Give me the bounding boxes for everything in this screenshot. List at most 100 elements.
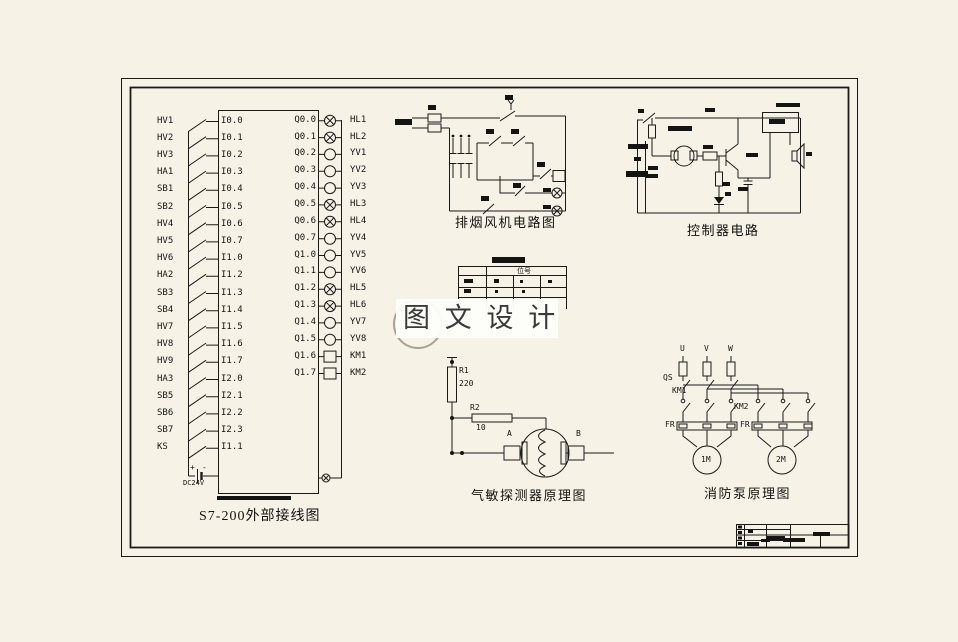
plc-input-device-label: SB4 <box>157 304 174 315</box>
plc-output-pin-label: Q1.4 <box>294 316 316 327</box>
plc-output-device-label: HL3 <box>350 198 367 209</box>
plc-input-device-label: HV4 <box>157 218 174 229</box>
plc-output-pin-label: Q1.5 <box>294 333 316 344</box>
plc-output-device-label: HL2 <box>350 131 367 142</box>
plc-input-device-label: HV1 <box>157 115 174 126</box>
plc-input-device-label: SB6 <box>157 407 174 418</box>
fire-pump-caption: 消防泵原理图 <box>704 486 792 501</box>
plc-input-pin-label: I2.1 <box>221 390 243 401</box>
plc-input-device-label: HV5 <box>157 235 174 246</box>
plc-output-pin-label: Q0.6 <box>294 215 316 226</box>
qs-switch-label: QS <box>663 373 673 382</box>
plc-input-pin-label: I0.3 <box>221 167 243 178</box>
plc-input-device-label: HA2 <box>157 270 174 281</box>
plc-input-pin-label: I1.5 <box>221 321 243 332</box>
plc-input-device-label: HA3 <box>157 373 174 384</box>
plc-input-pin-label: I0.7 <box>221 235 243 246</box>
plc-output-device-label: YV7 <box>350 316 367 327</box>
km2-contact-label: KM2 <box>734 402 749 411</box>
table-header-label: 位号 <box>517 267 531 275</box>
plc-input-pin-label: I0.0 <box>221 115 243 126</box>
plc-output-pin-label: Q0.7 <box>294 232 316 243</box>
plc-output-device-label: YV2 <box>350 165 367 176</box>
plc-input-device-label: HV3 <box>157 149 174 160</box>
plc-output-pin-label: Q1.1 <box>294 266 316 277</box>
plc-output-pin-label: Q0.1 <box>294 131 316 142</box>
plc-input-pin-label: I2.0 <box>221 373 243 384</box>
plc-input-pin-label: I0.6 <box>221 218 243 229</box>
motor-1m-label: 1M <box>701 455 711 464</box>
plc-power-plus: + <box>190 463 195 472</box>
plc-output-pin-label: Q0.2 <box>294 148 316 159</box>
plc-input-pin-label: I1.2 <box>221 270 243 281</box>
plc-power-minus: - <box>202 463 207 472</box>
gas-sensor-circuit <box>447 357 614 478</box>
plc-input-device-label: HV7 <box>157 321 174 332</box>
motor-2m-label: 2M <box>776 455 786 464</box>
fan-circuit <box>412 99 566 217</box>
watermark-text: 图 文 设 计 <box>403 303 560 333</box>
plc-output-pin-label: Q0.3 <box>294 165 316 176</box>
plc-input-pin-label: I1.4 <box>221 304 243 315</box>
plc-input-device-label: SB5 <box>157 390 174 401</box>
plc-diagram-title: S7-200外部接线图 <box>199 509 321 524</box>
plc-output-pin-label: Q0.0 <box>294 114 316 125</box>
plc-input-pin-label: I0.1 <box>221 132 243 143</box>
plc-output-pin-label: Q1.2 <box>294 283 316 294</box>
plc-output-pin-label: Q0.5 <box>294 198 316 209</box>
phase-v-label: V <box>704 344 709 353</box>
terminal-b-label: B <box>576 429 581 438</box>
plc-input-pin-label: I1.6 <box>221 339 243 350</box>
plc-output-pin-label: Q1.0 <box>294 249 316 260</box>
resistor-r1-value: 220 <box>459 379 474 388</box>
resistor-r2-label: R2 <box>470 403 480 412</box>
phase-u-label: U <box>680 344 685 353</box>
plc-input-pin-label: I1.0 <box>221 253 243 264</box>
plc-input-device-label: SB1 <box>157 184 174 195</box>
plc-output-device-label: YV3 <box>350 182 367 193</box>
fr2-relay-label: FR <box>740 420 750 429</box>
plc-input-device-label: SB3 <box>157 287 174 298</box>
illegible-component-labels <box>217 95 830 546</box>
plc-input-device-label: HV8 <box>157 339 174 350</box>
plc-input-pin-label: I1.7 <box>221 356 243 367</box>
plc-input-pin-label: I0.4 <box>221 184 243 195</box>
plc-output-pin-label: Q1.6 <box>294 350 316 361</box>
title-block <box>736 524 850 549</box>
plc-output-device-label: HL4 <box>350 215 367 226</box>
plc-output-pin-label: Q0.4 <box>294 182 316 193</box>
controller-circuit <box>637 112 805 214</box>
plc-input-device-label: SB2 <box>157 201 174 212</box>
resistor-r1-label: R1 <box>459 366 469 375</box>
terminal-a-label: A <box>507 429 512 438</box>
plc-power-label: DC24V <box>183 479 205 487</box>
component-table <box>458 266 567 309</box>
resistor-r2-value: 10 <box>476 423 486 432</box>
plc-output-pin-label: Q1.7 <box>294 367 316 378</box>
plc-input-device-label: KS <box>157 442 168 453</box>
sheet-border <box>121 78 858 557</box>
plc-output-device-label: HL5 <box>350 283 367 294</box>
plc-input-device-label: HV2 <box>157 132 174 143</box>
plc-output-device-label: KM1 <box>350 350 367 361</box>
plc-output-device-label: HL1 <box>350 114 367 125</box>
plc-input-pin-label: I1.3 <box>221 287 243 298</box>
gas-sensor-caption: 气敏探测器原理图 <box>471 488 588 503</box>
plc-output-device-label: YV8 <box>350 333 367 344</box>
fr1-relay-label: FR <box>665 420 675 429</box>
plc-output-device-label: HL6 <box>350 300 367 311</box>
plc-input-pin-label: I0.2 <box>221 149 243 160</box>
controller-circuit-caption: 控制器电路 <box>687 223 760 238</box>
plc-wiring-diagram <box>188 110 342 494</box>
fan-circuit-caption: 排烟风机电路图 <box>455 215 557 230</box>
plc-io-symbols <box>188 114 342 459</box>
plc-output-device-label: YV6 <box>350 266 367 277</box>
phase-w-label: W <box>728 344 733 353</box>
km1-contact-label: KM1 <box>672 386 687 395</box>
plc-input-pin-label: I1.1 <box>221 442 243 453</box>
plc-output-device-label: YV5 <box>350 249 367 260</box>
plc-input-pin-label: I0.5 <box>221 201 243 212</box>
plc-output-device-label: KM2 <box>350 367 367 378</box>
plc-input-device-label: HA1 <box>157 167 174 178</box>
